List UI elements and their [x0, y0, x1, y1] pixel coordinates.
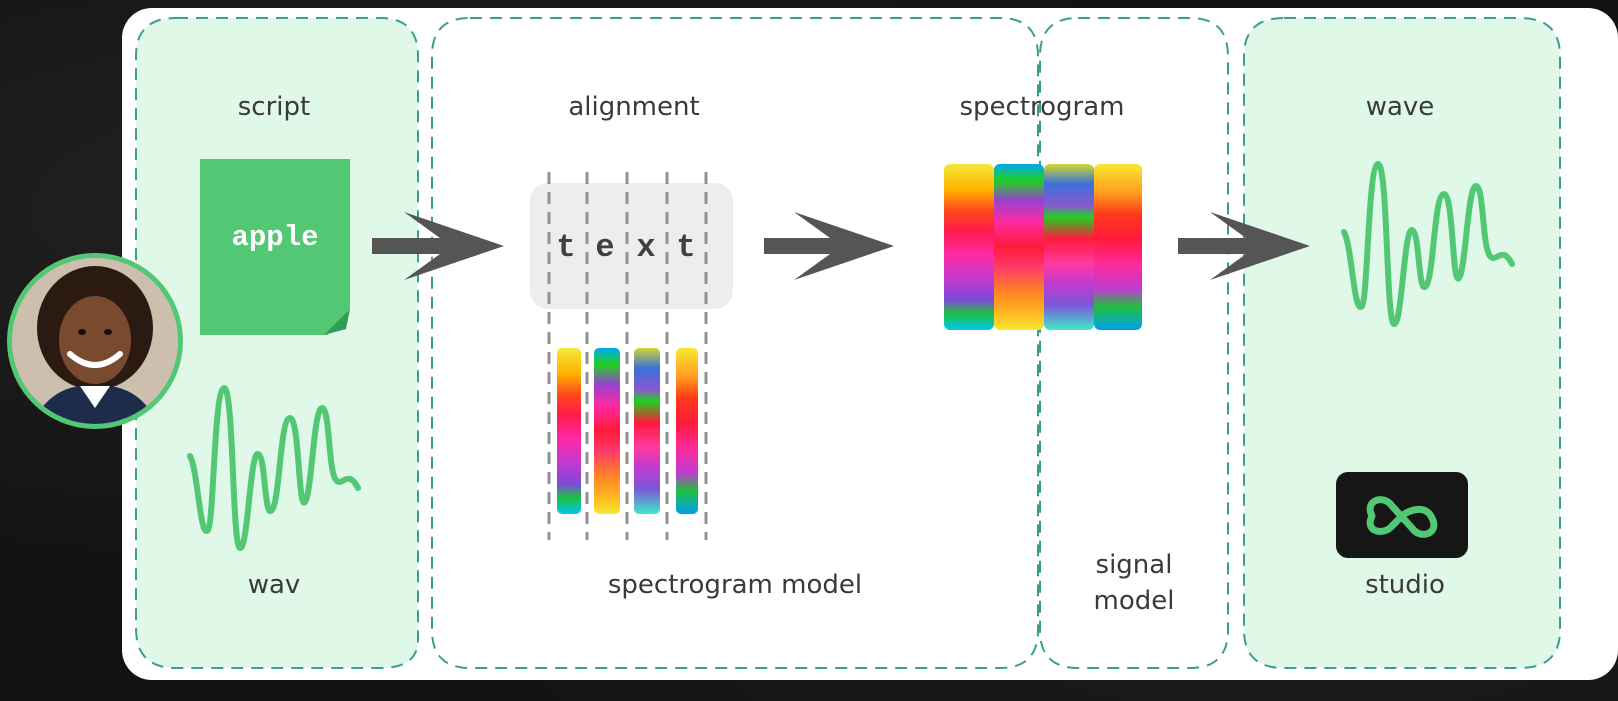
document-fold	[324, 309, 350, 335]
arrow-right-icon	[372, 212, 504, 280]
spectrogram-bar	[944, 164, 994, 330]
person-avatar	[7, 253, 183, 429]
studio-logo-icon	[1336, 472, 1468, 558]
spectrogram-label: spectrogram	[959, 92, 1125, 122]
waveform-icon	[1341, 161, 1515, 328]
spectrogram-bar	[594, 348, 620, 514]
spectrogram-bar	[634, 348, 660, 514]
spectrogram-bar	[994, 164, 1044, 330]
studio-label: studio	[1365, 570, 1445, 600]
waveform-icon	[187, 385, 361, 552]
alignment-spectrogram-bars	[557, 348, 698, 514]
alignment-letter: x	[636, 229, 656, 266]
spectrogram-bar	[557, 348, 581, 514]
spectrogram-model-panel	[431, 17, 1039, 669]
spectrogram-bar	[1094, 164, 1142, 330]
signal-model-label-line1: signal	[1095, 550, 1173, 580]
wav-label: wav	[247, 570, 301, 600]
alignment-letter: t	[676, 229, 696, 266]
alignment-letter: t	[556, 229, 576, 266]
signal-model-panel	[1039, 17, 1229, 669]
spectrogram-bar	[1044, 164, 1094, 330]
studio-logo-mark	[1366, 496, 1438, 538]
spectrogram-bar	[676, 348, 698, 514]
alignment-box	[530, 183, 733, 309]
signal-model-label-line2: model	[1093, 586, 1175, 616]
script-label: script	[237, 92, 311, 122]
spectrogram-model-label: spectrogram model	[607, 570, 863, 600]
wave-label: wave	[1365, 92, 1435, 122]
arrow-right-icon	[1178, 212, 1310, 280]
spectrogram-bars	[944, 164, 1142, 330]
alignment-label: alignment	[568, 92, 700, 122]
document-icon: apple	[200, 159, 350, 335]
arrow-right-icon	[764, 212, 894, 280]
avatar-portrait	[12, 258, 178, 424]
studio-panel	[1243, 17, 1561, 669]
alignment-letter: e	[595, 229, 615, 266]
script-word: apple	[231, 221, 319, 254]
